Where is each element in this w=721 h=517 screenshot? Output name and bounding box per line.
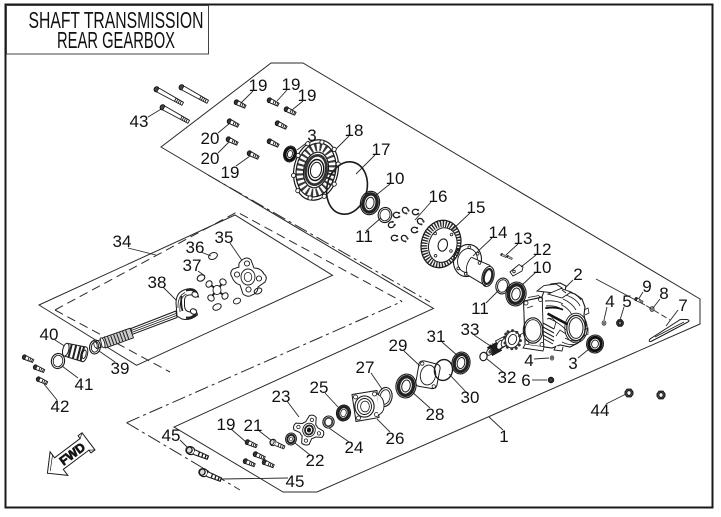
svg-text:SHAFT TRANSMISSION: SHAFT TRANSMISSION <box>29 7 204 33</box>
svg-text:11: 11 <box>471 299 489 318</box>
svg-text:28: 28 <box>426 405 445 424</box>
svg-text:8: 8 <box>659 284 668 303</box>
svg-text:10: 10 <box>386 169 405 188</box>
svg-text:23: 23 <box>272 387 291 406</box>
svg-text:34: 34 <box>113 232 132 251</box>
svg-text:32: 32 <box>498 368 517 387</box>
svg-text:11: 11 <box>355 227 373 246</box>
svg-text:30: 30 <box>461 388 480 407</box>
svg-text:45: 45 <box>286 472 305 491</box>
svg-text:5: 5 <box>622 292 631 311</box>
svg-text:36: 36 <box>186 238 205 257</box>
svg-text:4: 4 <box>605 292 614 311</box>
svg-text:24: 24 <box>345 438 364 457</box>
svg-text:41: 41 <box>75 375 94 394</box>
svg-text:20: 20 <box>201 149 220 168</box>
svg-text:17: 17 <box>372 140 391 159</box>
svg-text:19: 19 <box>217 415 236 434</box>
svg-text:4: 4 <box>524 351 533 370</box>
svg-text:21: 21 <box>244 416 263 435</box>
svg-text:2: 2 <box>573 265 582 284</box>
svg-text:16: 16 <box>429 187 448 206</box>
svg-text:31: 31 <box>427 327 446 346</box>
svg-text:39: 39 <box>111 359 130 378</box>
svg-text:3: 3 <box>307 126 316 145</box>
svg-text:19: 19 <box>249 76 268 95</box>
svg-text:14: 14 <box>489 223 508 242</box>
svg-text:26: 26 <box>386 429 405 448</box>
svg-text:40: 40 <box>40 325 59 344</box>
svg-text:19: 19 <box>282 75 301 94</box>
svg-text:25: 25 <box>310 378 329 397</box>
svg-text:15: 15 <box>467 198 486 217</box>
svg-text:7: 7 <box>678 296 687 315</box>
svg-text:REAR GEARBOX: REAR GEARBOX <box>57 27 175 53</box>
svg-text:6: 6 <box>521 371 530 390</box>
svg-text:20: 20 <box>201 129 220 148</box>
svg-text:12: 12 <box>533 240 552 259</box>
svg-text:38: 38 <box>148 273 167 292</box>
svg-text:44: 44 <box>591 401 610 420</box>
svg-text:18: 18 <box>345 121 364 140</box>
svg-text:35: 35 <box>215 228 234 247</box>
svg-text:13: 13 <box>514 229 533 248</box>
svg-text:42: 42 <box>51 397 70 416</box>
svg-text:10: 10 <box>533 258 552 277</box>
svg-text:43: 43 <box>130 112 149 131</box>
svg-text:19: 19 <box>298 86 317 105</box>
svg-text:19: 19 <box>221 163 240 182</box>
svg-text:37: 37 <box>183 256 202 275</box>
svg-text:29: 29 <box>389 336 408 355</box>
svg-text:33: 33 <box>461 320 480 339</box>
svg-text:3: 3 <box>568 354 577 373</box>
svg-text:22: 22 <box>306 451 325 470</box>
svg-text:45: 45 <box>162 426 181 445</box>
svg-text:9: 9 <box>642 277 651 296</box>
svg-text:27: 27 <box>356 358 375 377</box>
svg-text:1: 1 <box>499 427 508 446</box>
